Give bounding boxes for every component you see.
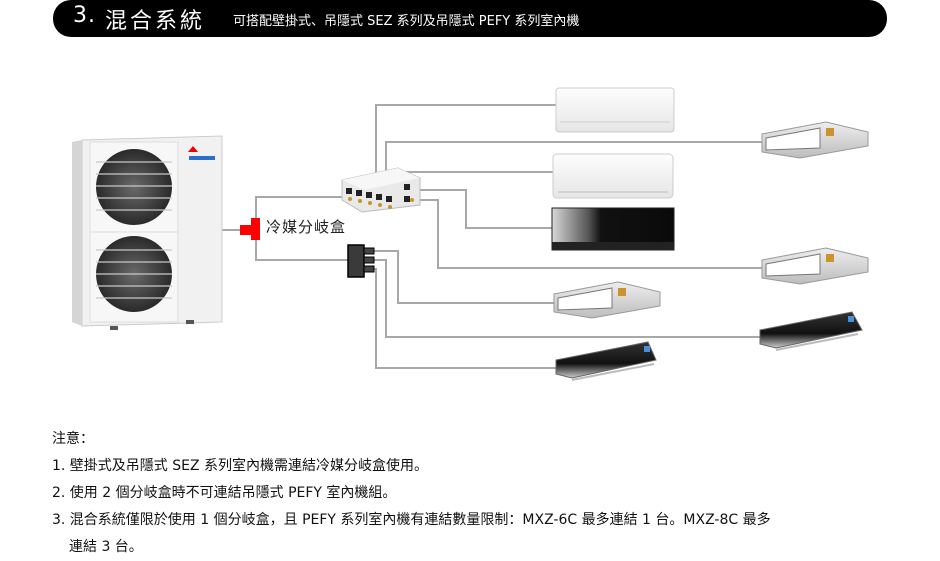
section-header: 3. 混合系統 可搭配壁掛式、吊隱式 SEZ 系列及吊隱式 PEFY 系列室內機 [53,0,887,37]
brand-logo-icon [188,146,198,152]
fan-icon [96,149,172,225]
pipe-box-to-wall2 [395,171,556,176]
indoor-unit-sez-center [553,281,661,319]
pipe-box-to-sez-right2 [418,199,762,269]
refrigerant-pipes [210,104,764,369]
section-title: 混合系統 [105,9,206,34]
notes-heading: 注意： [52,431,94,447]
indoor-unit-wall-slim [555,87,675,133]
notes-section: 注意： 1. 壁掛式及吊隱式 SEZ 系列室內機需連結冷媒分岐盒使用。 2. 使… [52,426,771,561]
indoor-unit-pefy-center [555,341,657,381]
branch-box [341,167,421,213]
note-item: 1. 壁掛式及吊隱式 SEZ 系列室內機需連結冷媒分岐盒使用。 [52,458,429,474]
indoor-unit-pefy-right [759,311,863,351]
indoor-unit-sez-right-2 [761,247,869,285]
pipe-splitter-to-pefy-center [374,268,558,369]
pipe-box-to-sez-right1 [385,141,764,178]
indoor-unit-sez-right-1 [761,121,869,159]
indoor-unit-wall-black [551,207,675,251]
pipe-splitter-to-sez-center [374,250,556,304]
refrigerant-tee-icon [240,218,260,240]
note-item: 2. 使用 2 個分岐盒時不可連結吊隱式 PEFY 室內機組。 [52,485,397,501]
section-subtitle: 可搭配壁掛式、吊隱式 SEZ 系列及吊隱式 PEFY 系列室內機 [233,14,580,29]
indoor-unit-wall-standard [552,153,674,199]
pipe-splitter-icon [347,244,375,278]
pipe-splitter-to-pefy-right [374,259,762,338]
pipe-box-to-wall1 [375,104,556,175]
section-number: 3. [73,3,96,28]
note-item-continuation: 連結 3 台。 [69,539,143,555]
pipe-box-to-wall3 [410,189,552,229]
brand-badge [189,156,215,160]
note-item: 3. 混合系統僅限於使用 1 個分岐盒，且 PEFY 系列室內機有連結數量限制：… [52,512,771,528]
outdoor-unit [72,135,223,330]
branch-box-label: 冷媒分岐盒 [266,218,347,236]
